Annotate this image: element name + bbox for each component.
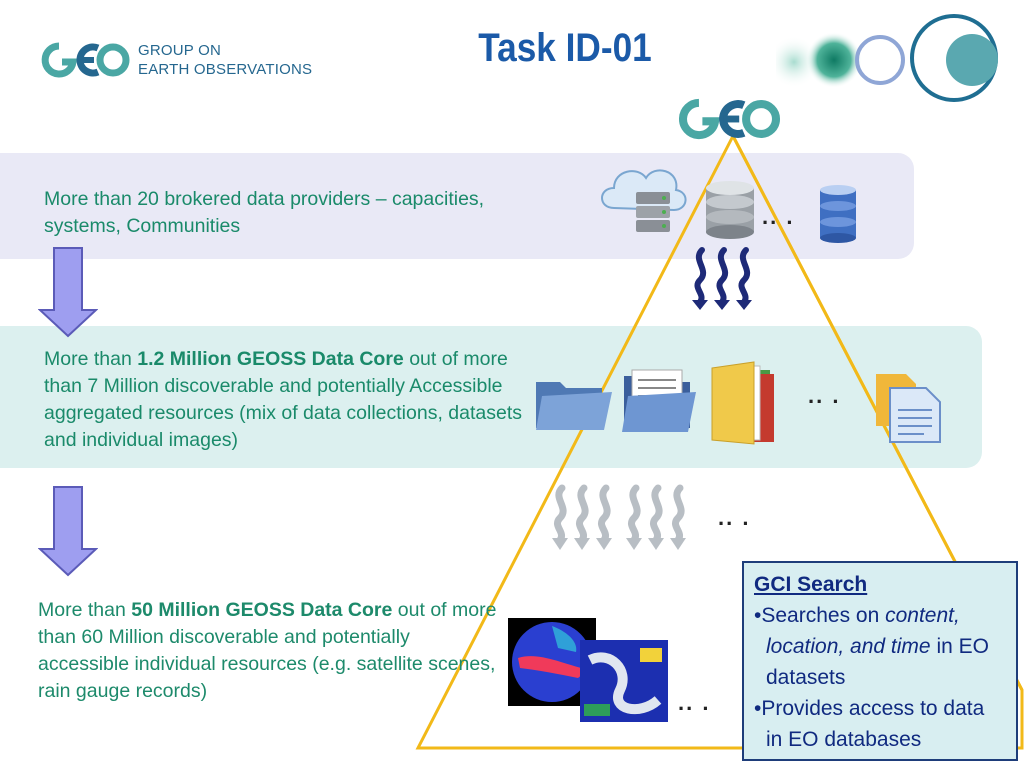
org-name-line2: EARTH OBSERVATIONS [138, 61, 313, 78]
ellipsis-individual: .. . [678, 690, 711, 715]
gci-item-search-suffix: in EO datasets [766, 635, 989, 689]
down-arrow-icon [38, 247, 98, 338]
page-title: Task ID-01 [478, 26, 652, 70]
gci-item-search-italic: content, location, and time [766, 604, 960, 658]
document-folder-icon [622, 369, 696, 432]
ellipsis-providers: .. . [762, 204, 795, 229]
down-arrow-icon [38, 486, 98, 577]
wavy-arrow-icon [552, 484, 686, 550]
level-collections-suffix: out of more than 7 Million discoverable … [44, 348, 523, 451]
decorative-circles-icon [776, 14, 998, 102]
level-individual-prefix: More than [38, 599, 132, 621]
gci-search-box: GCI Search •Searches on content, locatio… [742, 561, 1018, 761]
geo-logo-icon [41, 42, 130, 78]
gci-item-search: •Searches on content, location, and time… [754, 600, 1006, 693]
gci-search-title: GCI Search [754, 573, 868, 596]
folder-icon [536, 382, 612, 430]
globe-image-icon [508, 618, 596, 706]
geo-logo: GROUP ON EARTH OBSERVATIONS [40, 38, 340, 84]
level-individual-highlight: 50 Million GEOSS Data Core [131, 599, 393, 621]
org-name-line1: GROUP ON [138, 42, 222, 59]
geo-logo-icon [679, 98, 781, 140]
database-gray-icon [706, 181, 754, 239]
gci-item-access: •Provides access to data in EO databases [754, 697, 985, 751]
database-blue-icon [820, 185, 856, 243]
level-individual-suffix: out of more than 60 Million discoverable… [38, 599, 497, 702]
ellipsis-resources: .. . [718, 505, 751, 530]
cloud-server-icon [601, 169, 687, 232]
satellite-map-icon [580, 640, 668, 722]
level-providers-text: More than 20 brokered data providers – c… [44, 188, 485, 237]
level-individual-text: More than 50 Million GEOSS Data Core out… [38, 597, 498, 705]
gci-item-search-prefix: •Searches on [754, 604, 886, 627]
wavy-arrow-icon [692, 247, 752, 310]
ellipsis-collections: .. . [808, 383, 841, 408]
file-folder-icon [711, 361, 774, 445]
document-icon [876, 374, 941, 443]
level-collections-text: More than 1.2 Million GEOSS Data Core ou… [44, 346, 524, 454]
level-collections-highlight: 1.2 Million GEOSS Data Core [137, 348, 404, 370]
level-collections-prefix: More than [44, 348, 138, 370]
